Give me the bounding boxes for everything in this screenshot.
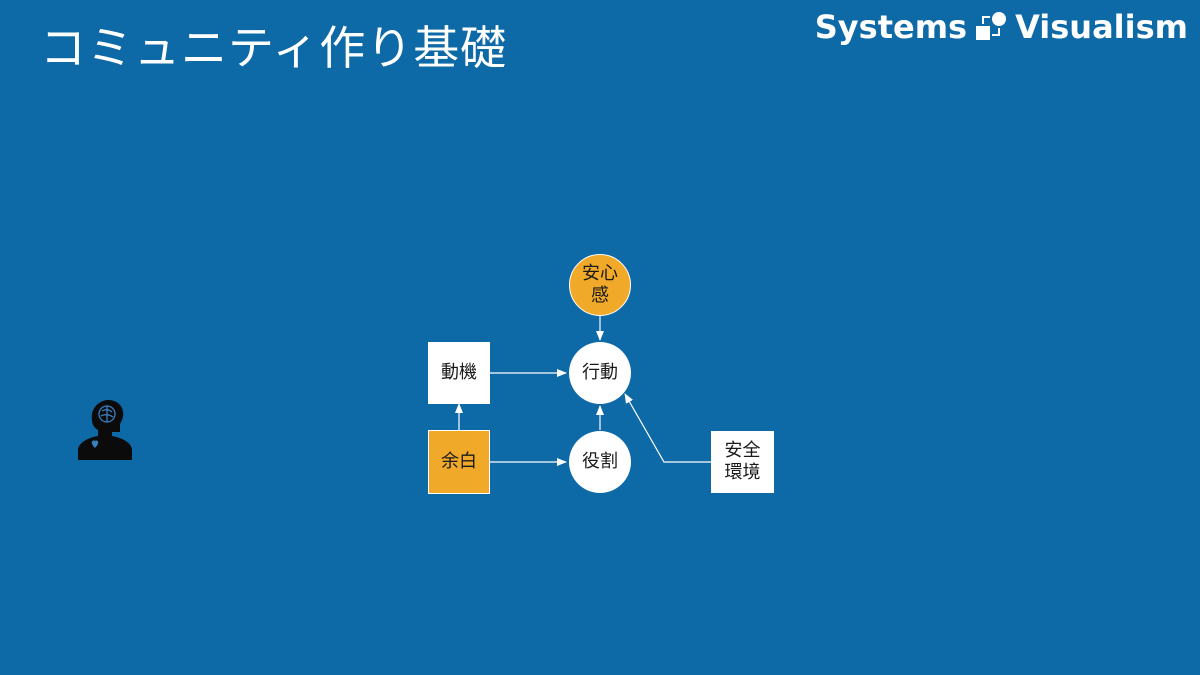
systems-loop-icon bbox=[976, 12, 1007, 40]
person-brain-heart-icon bbox=[78, 400, 132, 460]
node-yakuwari: 役割 bbox=[569, 431, 631, 493]
node-anshinkan-label: 安心感 bbox=[582, 263, 618, 306]
brand-name-right: Visualism bbox=[1015, 8, 1188, 46]
node-douki-label: 動機 bbox=[441, 362, 477, 383]
node-anshinkan: 安心感 bbox=[569, 254, 631, 316]
brand-logo: Systems Visualism bbox=[815, 8, 1188, 46]
node-koudou-label: 行動 bbox=[582, 362, 618, 383]
node-yohaku-label: 余白 bbox=[441, 451, 477, 472]
slide-title: コミュニティ作り基礎 bbox=[40, 21, 508, 75]
node-douki: 動機 bbox=[428, 342, 490, 404]
node-koudou: 行動 bbox=[569, 342, 631, 404]
node-yohaku: 余白 bbox=[428, 430, 490, 494]
edge-anzen-to-koudou bbox=[624, 393, 711, 463]
node-yakuwari-label: 役割 bbox=[582, 451, 618, 472]
node-anzen: 安全環境 bbox=[711, 431, 774, 493]
node-anzen-label: 安全環境 bbox=[724, 440, 761, 483]
brand-name-left: Systems bbox=[814, 8, 968, 46]
